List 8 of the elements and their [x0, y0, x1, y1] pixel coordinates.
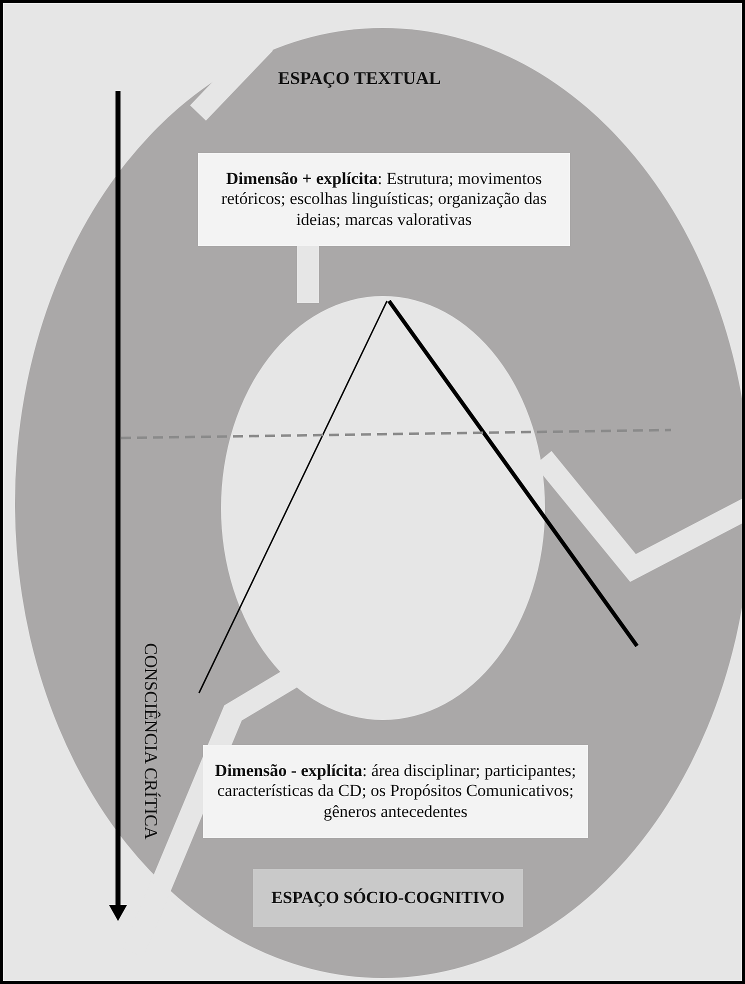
- box-title: ESPAÇO SÓCIO-COGNITIVO: [271, 888, 505, 908]
- description-text: Dimensão - explícita: área disciplinar; participantes; características da CD; os Propósitos Comunicativos; gêneros antecedentes: [214, 760, 578, 822]
- text-box: [198, 153, 570, 246]
- title-box: [253, 869, 523, 927]
- section-title: ESPAÇO TEXTUAL: [278, 68, 441, 89]
- text-box: [203, 745, 588, 838]
- axis-label: CONSCIÊNCIA CRÍTICA: [140, 643, 161, 840]
- description-text: Dimensão + explícita: Estrutura; movimentos retóricos; escolhas linguísticas; organização das ideias; marcas valorativas: [220, 168, 548, 230]
